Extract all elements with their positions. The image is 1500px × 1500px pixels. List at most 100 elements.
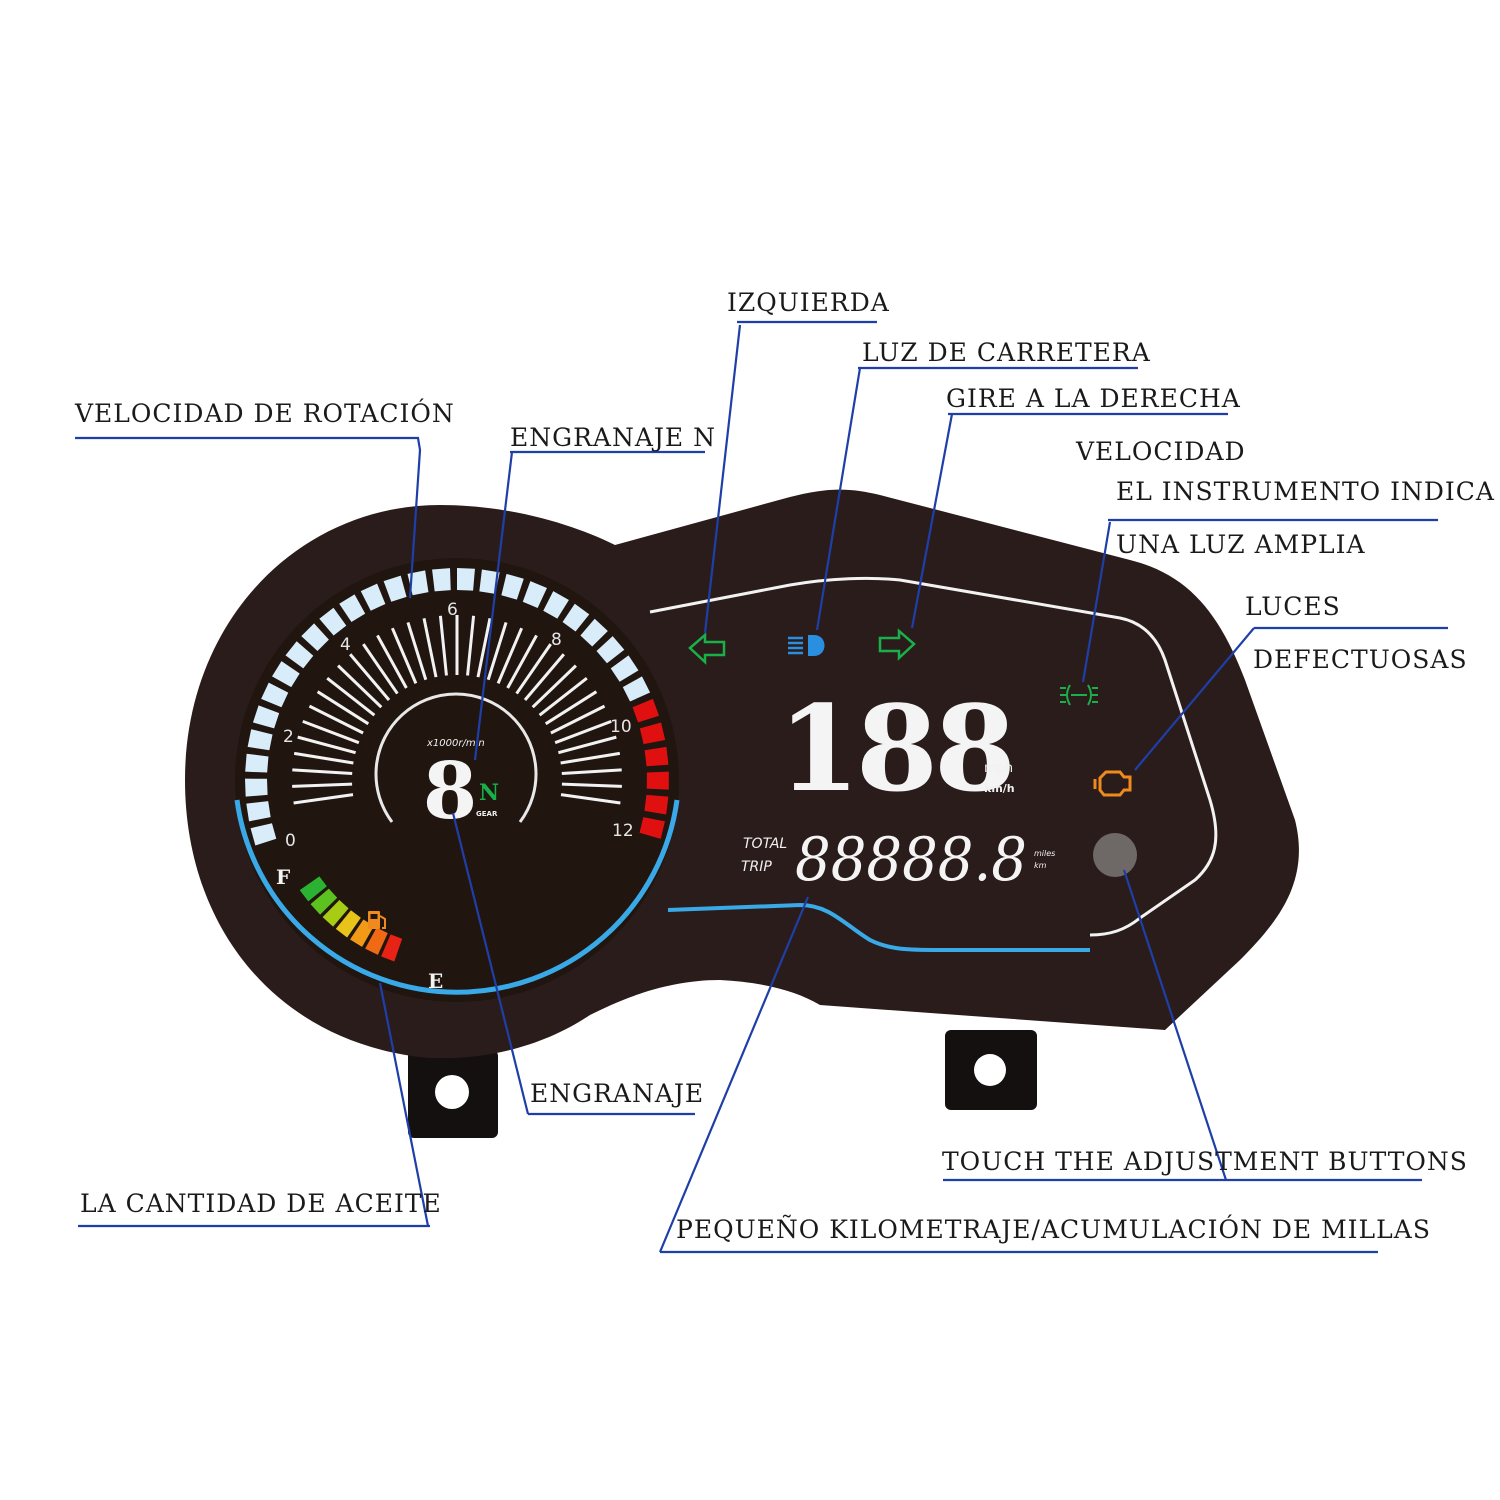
callout-left-turn: IZQUIERDA	[727, 288, 890, 317]
rpm-segment	[543, 591, 569, 619]
rpm-tick-line	[326, 676, 376, 717]
rpm-segment	[562, 603, 590, 632]
rpm-tick-label-10: 10	[610, 717, 632, 737]
rpm-tick-line	[316, 690, 370, 726]
fuel-full-label: F	[276, 865, 290, 889]
rpm-tick-line	[292, 768, 353, 776]
rpm-tick-line	[561, 768, 622, 776]
rpm-tick-line	[531, 664, 577, 709]
adjust-button-icon[interactable]	[1093, 833, 1137, 877]
fuel-segment	[350, 919, 374, 947]
rpm-segment	[644, 794, 669, 815]
rpm-segment	[246, 801, 271, 822]
fuel-pump-icon	[368, 911, 386, 929]
rpm-tick-line	[486, 622, 508, 681]
gauge-ring	[234, 799, 680, 995]
rpm-tick-line	[496, 627, 524, 684]
callout-width-light-2: EL INSTRUMENTO INDICA	[1116, 477, 1495, 506]
rpm-unit-label: x1000r/min	[426, 738, 485, 749]
rpm-segment	[639, 817, 665, 839]
callout-rpm: VELOCIDAD DE ROTACIÓN	[74, 399, 455, 428]
rpm-segment	[250, 823, 277, 846]
fuel-segment	[365, 927, 388, 955]
engine-check-icon	[1093, 770, 1132, 797]
rpm-tick-line	[544, 690, 598, 726]
rpm-tick-line	[515, 643, 552, 695]
leader-lines	[75, 320, 1448, 1254]
rpm-tick-label-4: 4	[340, 635, 351, 655]
rpm-tick-line	[302, 719, 360, 745]
callout-adjust-button: TOUCH THE ADJUSTMENT BUTTONS	[942, 1147, 1468, 1176]
rpm-segment	[522, 581, 547, 608]
rpm-tick-line	[293, 793, 354, 805]
neutral-indicator: N	[479, 780, 499, 806]
rpm-tick-line	[506, 634, 538, 689]
fuel-segment	[299, 876, 327, 902]
rpm-tick-line	[337, 664, 383, 709]
rpm-tick-label-2: 2	[283, 727, 294, 747]
callout-malfunction-1: LUCES	[1245, 592, 1341, 621]
rpm-segment	[245, 753, 269, 773]
rpm-segment	[301, 623, 329, 652]
rpm-tick-line	[466, 615, 476, 676]
rpm-tick-line	[422, 618, 438, 678]
rpm-segment	[580, 618, 608, 647]
rpm-segment	[247, 729, 273, 751]
odo-trip-label: TRIP	[741, 859, 772, 875]
rpm-segment	[632, 698, 660, 723]
rpm-segment	[285, 641, 314, 669]
rpm-tick-line	[560, 793, 621, 805]
rpm-tick-line	[406, 622, 428, 681]
gear-window-arc	[374, 692, 538, 823]
callout-fuel: LA CANTIDAD DE ACEITE	[80, 1189, 442, 1218]
rpm-tick-line	[376, 634, 408, 689]
rpm-segment	[252, 705, 280, 729]
width-light-icon	[1060, 684, 1098, 706]
rpm-segment	[432, 568, 451, 592]
callout-right-turn: GIRE A LA DERECHA	[946, 384, 1241, 413]
rpm-tick-line	[362, 643, 399, 695]
gear-digit: 8	[423, 746, 477, 837]
fuel-segment	[310, 888, 338, 915]
rpm-tick-line	[558, 735, 617, 755]
gear-label: GEAR	[476, 810, 498, 818]
fuel-gauge-bar	[299, 876, 403, 962]
arrow-right-icon	[878, 628, 916, 661]
callout-malfunction-2: DEFECTUOSAS	[1253, 645, 1468, 674]
rpm-tick-line	[438, 615, 448, 676]
rpm-segment-bar	[245, 568, 669, 846]
rpm-tick-line	[308, 704, 364, 735]
rpm-segment	[610, 655, 639, 682]
speed-readout: 188	[778, 679, 1012, 818]
tachometer-dial	[235, 558, 679, 1002]
odometer-readout: 88888.8	[795, 825, 1027, 895]
speed-unit-kmh: km/h	[984, 782, 1015, 795]
rpm-tick-line	[538, 676, 588, 717]
odo-unit-km: km	[1034, 861, 1047, 870]
rpm-segment	[596, 636, 625, 664]
rpm-tick-line	[561, 782, 622, 788]
fuel-segment	[335, 910, 361, 938]
rpm-segment	[501, 573, 524, 600]
rpm-segment	[646, 771, 669, 790]
callout-width-light-3: UNA LUZ AMPLIA	[1116, 530, 1366, 559]
rpm-segment	[639, 722, 666, 745]
arrow-left-icon	[688, 632, 726, 665]
rpm-tick-line	[560, 751, 621, 765]
mount-bracket-right	[945, 1030, 1037, 1110]
rpm-tick-line	[523, 653, 565, 701]
rpm-tick-line	[550, 704, 606, 735]
rpm-segment	[622, 676, 651, 702]
fuel-segment	[381, 934, 403, 962]
high-beam-icon	[788, 635, 825, 656]
callout-odometer: PEQUEÑO KILOMETRAJE/ACUMULACIÓN DE MILLA…	[676, 1214, 1431, 1244]
rpm-tick-label-12: 12	[612, 821, 634, 841]
rpm-segment	[457, 568, 475, 591]
rpm-tick-lines	[292, 615, 622, 805]
rpm-tick-line	[349, 653, 391, 701]
rpm-tick-line	[293, 751, 354, 765]
rpm-tick-line	[390, 627, 418, 684]
fuel-segment	[322, 899, 349, 927]
rpm-tick-line	[292, 782, 353, 788]
